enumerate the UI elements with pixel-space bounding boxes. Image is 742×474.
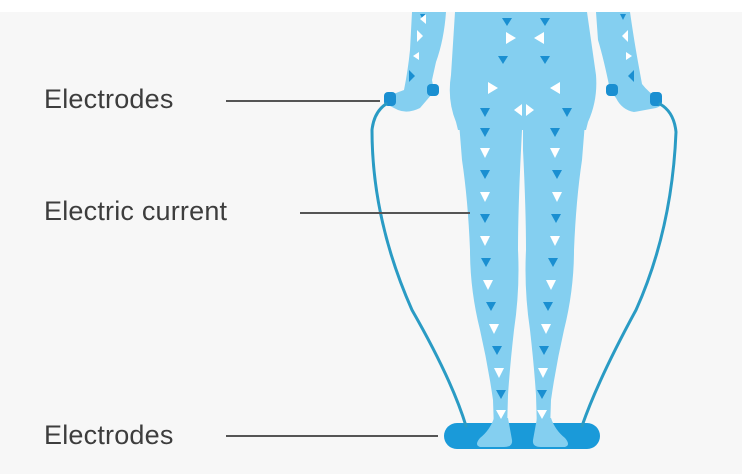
foot-electrode-platform [444,423,600,449]
leader-line-electrodes-bottom [226,435,438,437]
label-electric-current: Electric current [44,196,227,227]
leader-line-electric-current [300,212,470,214]
label-electrodes-bottom: Electrodes [44,420,174,451]
body-silhouette [384,12,661,447]
label-electrodes-top: Electrodes [44,84,174,115]
leader-line-electrodes-top [226,100,380,102]
